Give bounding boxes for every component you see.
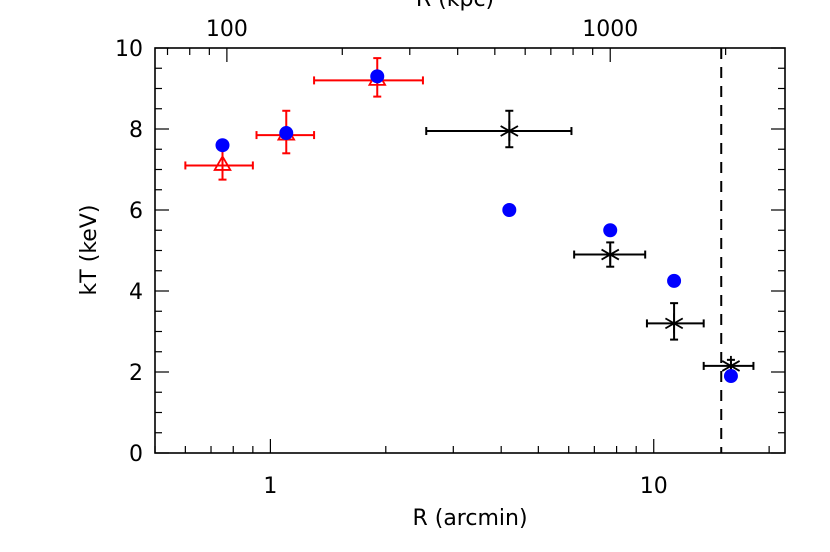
y-tick-label: 8 (129, 118, 143, 143)
error-bar (184, 148, 254, 181)
tick-group (154, 47, 785, 454)
y-tick-label: 10 (115, 37, 143, 62)
triangle-marker (213, 154, 232, 171)
star-marker (601, 244, 620, 265)
error-bar (313, 57, 424, 98)
x-axis-title: R (arcmin) (412, 506, 527, 531)
x-tick-label: 1 (263, 474, 277, 499)
top-tick-label: 1000 (582, 17, 638, 42)
circle-marker (370, 69, 385, 84)
star-marker (500, 121, 519, 142)
y-axis-title: kT (keV) (77, 205, 102, 296)
y-tick-label: 4 (129, 280, 143, 305)
top-tick-label: 100 (206, 17, 248, 42)
circle-marker (603, 223, 618, 238)
circle-marker (723, 369, 738, 384)
data-mark-group (184, 57, 755, 384)
star-marker (664, 313, 684, 334)
star-stroke (500, 125, 519, 137)
plot-frame (154, 47, 786, 454)
y-tick-label: 6 (129, 199, 143, 224)
y-tick-label: 0 (129, 442, 143, 467)
circle-marker (279, 126, 294, 141)
circle-marker (502, 203, 517, 217)
error-bar (425, 109, 573, 149)
star-stroke (664, 317, 684, 330)
star-stroke (601, 248, 620, 261)
x-tick-label: 10 (640, 474, 668, 499)
error-bar (645, 302, 705, 341)
tick-label-group: 1 10 100 1000 0 2 4 6 8 10 (115, 17, 668, 499)
star-stroke (721, 360, 741, 372)
circle-marker (215, 138, 230, 153)
top-axis-title: R (kpc) (416, 0, 494, 12)
circle-marker (667, 273, 682, 288)
y-tick-label: 2 (129, 361, 143, 386)
